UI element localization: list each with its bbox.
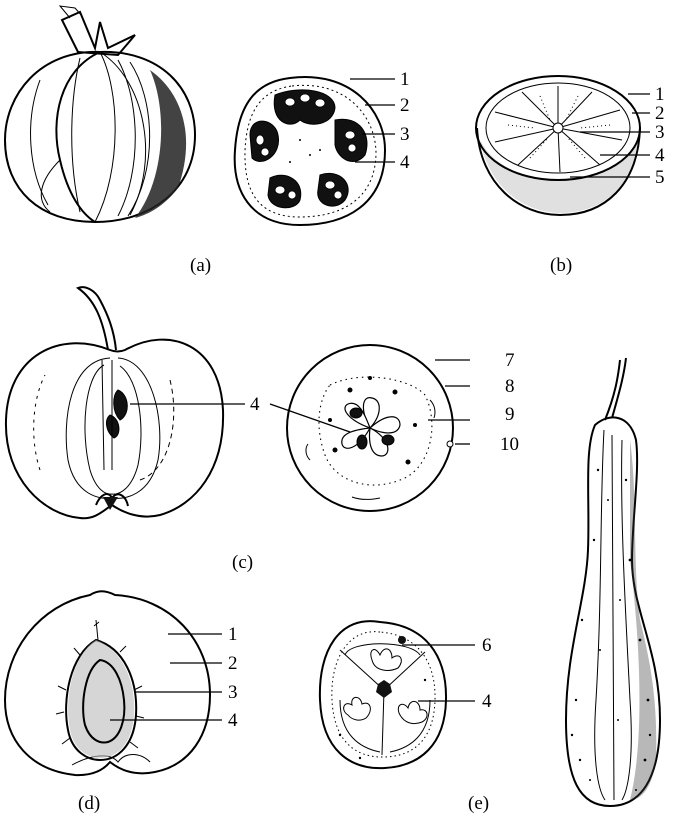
label-d-4: 4 [228,710,238,731]
caption-a: (a) [190,255,211,276]
label-d-2: 2 [228,653,238,674]
caption-c: (c) [232,552,253,573]
label-c-7: 7 [505,350,515,371]
label-a-4: 4 [400,152,410,173]
citrus-half-section [476,76,640,215]
label-d-1: 1 [228,624,238,645]
panel-d: 1 2 3 4 (d) [5,591,238,813]
tomato-cross-section [235,77,385,225]
label-b-5: 5 [655,167,665,188]
label-c-9: 9 [505,404,515,425]
tomato-whole-illustration [5,6,195,222]
label-a-1: 1 [400,69,410,90]
caption-d: (d) [78,793,100,813]
label-b-1: 1 [655,84,665,105]
label-b-2: 2 [655,103,665,124]
label-c-8: 8 [505,376,515,397]
label-b-3: 3 [655,122,665,143]
label-c-4: 4 [250,394,260,415]
panel-e: 6 4 (e) [320,621,492,813]
panel-e-leaders [402,645,475,701]
label-a-3: 3 [400,124,410,145]
cucumber-whole-illustration [566,358,660,806]
panel-b-leaders [570,94,650,177]
panel-c: 4 7 8 9 10 (c) [6,287,519,573]
label-c-10: 10 [500,434,519,455]
drupe-section [5,591,210,775]
label-b-4: 4 [655,145,665,166]
panel-a: 1 2 3 4 (a) [5,6,410,276]
caption-e: (e) [468,793,489,813]
label-d-3: 3 [228,682,238,703]
panel-b: 1 2 3 4 5 (b) [476,76,665,276]
label-e-6: 6 [482,635,492,656]
label-a-2: 2 [400,95,410,116]
apple-longitudinal-section [6,287,223,518]
cucumber-cross-section [320,621,446,768]
caption-b: (b) [550,255,572,276]
label-e-4: 4 [482,691,492,712]
panel-c-leaders [130,360,470,444]
apple-cross-section [287,345,453,511]
